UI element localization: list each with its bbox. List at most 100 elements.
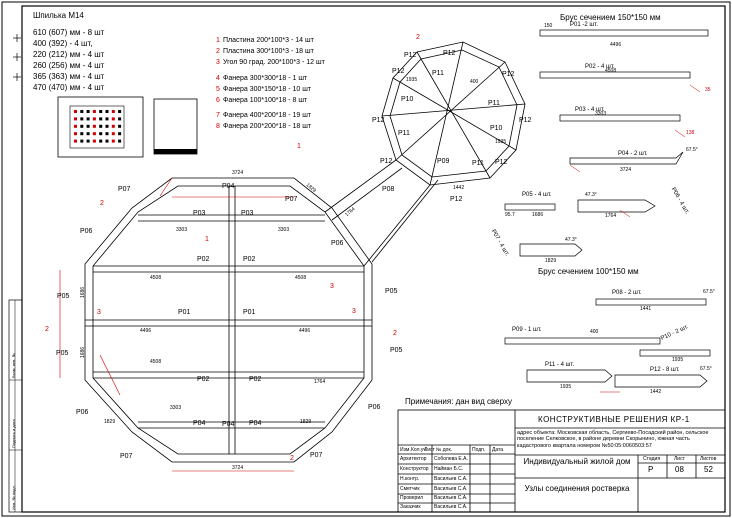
beam-label: Р03 - 4 шт.	[575, 107, 605, 113]
plan-dim: 4496	[140, 328, 152, 334]
plate-hole	[92, 110, 96, 113]
stamp-sheet: 08	[675, 465, 684, 474]
beam-dim: 1829	[545, 258, 557, 264]
plan-label: Р03	[193, 210, 206, 217]
part-text: Фанера 300*150*18 - 10 шт	[223, 86, 312, 93]
beam-dim: 3724	[620, 167, 632, 173]
stamp-stage: Р	[648, 465, 654, 474]
plan-label: Р04	[222, 183, 235, 190]
stamp-drawing-name: Узлы соединения ростверка	[524, 484, 630, 493]
plan-label: Р12	[450, 196, 463, 203]
plan-label: Р06	[80, 228, 93, 235]
beam-label: Р08 - 2 шт.	[612, 290, 642, 296]
inner-frame	[21, 5, 726, 513]
plan-dim: 1935	[495, 139, 507, 145]
stud-line: 400 (392) - 4 шт,	[33, 39, 93, 48]
plate-hole	[74, 124, 77, 128]
beam-detail-marks	[569, 84, 701, 393]
callout-number: 2	[393, 330, 397, 337]
plan-label: Р07	[118, 186, 131, 193]
plate-hole	[86, 110, 90, 113]
stamp-sheets-header: Листов	[700, 456, 717, 462]
beam-end: 138	[686, 130, 695, 136]
plan-dim: 4508	[150, 359, 162, 365]
plan-dim: 3303	[170, 405, 182, 411]
plan-label: Р12	[404, 52, 417, 59]
part-number: 3	[216, 59, 220, 66]
beam-label: Р04 - 2 шт.	[618, 151, 648, 157]
stamp-stage-header: Стадия	[643, 456, 661, 462]
part-text: Угол 90 град. 200*100*3 - 12 шт	[223, 59, 325, 66]
part-text: Пластина 200*100*3 - 14 шт	[223, 37, 314, 44]
part-number: 6	[216, 97, 220, 104]
plate-hole	[105, 124, 109, 128]
beam-label: Р01 -2 шт.	[570, 22, 598, 28]
plan-label: Р09	[437, 158, 450, 165]
plan-dim: 3724	[232, 170, 244, 176]
plate-hole	[118, 110, 122, 113]
plan-label: Р10	[490, 125, 503, 132]
stamp-header: Дата	[492, 447, 504, 453]
plan-label: Р12	[392, 68, 405, 75]
plan-label: Р02	[197, 256, 210, 263]
plate-hole	[118, 117, 122, 121]
plan-label: Р01	[243, 309, 256, 316]
plate-hole	[86, 117, 90, 121]
plan-label: Р06	[76, 409, 89, 416]
plate-hole	[74, 117, 77, 121]
plan-label: Р12	[519, 117, 532, 124]
beam-angle: 67.5°	[700, 366, 712, 372]
part-number: 4	[216, 75, 220, 82]
stud-title: Шпилька М14	[33, 11, 84, 20]
plan-label: Р04	[222, 421, 235, 428]
plate-hole	[92, 139, 96, 143]
foundation-plan	[84, 177, 373, 463]
stamp-header: Изм.	[400, 447, 411, 453]
stud-line: 470 (470) мм - 4 шт	[33, 83, 105, 92]
plate-hole	[80, 110, 84, 113]
stamp-name: Васильев С.А.	[434, 476, 468, 482]
part-text: Пластина 300*100*3 - 18 шт	[223, 48, 314, 55]
plan-label: Р04	[249, 420, 262, 427]
stamp-role: Сметчик	[400, 486, 420, 492]
plan-dim: 4508	[295, 275, 307, 281]
beam-end: 95.7	[505, 212, 515, 218]
stamp-sheet-header: Лист	[674, 456, 685, 462]
plan-dim: 1686	[80, 286, 87, 299]
plan-label: Р05	[390, 347, 403, 354]
plan-label: Р07	[120, 453, 133, 460]
plan-label: Р11	[472, 160, 484, 167]
callout-number: 1	[297, 143, 301, 150]
stamp-name: Найман Б.С.	[434, 466, 464, 472]
plate-hole	[99, 117, 103, 121]
part-text: Фанера 400*200*18 - 19 шт	[223, 112, 312, 119]
stamp-role: Проверил	[400, 495, 424, 501]
plan-label: Р11	[398, 130, 410, 137]
stamp-object: Индивидуальный жилой дом	[523, 457, 631, 466]
left-rail-box	[8, 299, 23, 513]
beam-dim: 4496	[610, 42, 622, 48]
plan-label: Р04	[193, 420, 206, 427]
beam-end: 150	[544, 23, 553, 29]
plan-dim: 1935	[406, 77, 418, 83]
beam-angle: 67.5°	[686, 147, 698, 153]
beam-dim: 400	[590, 329, 599, 335]
plan-label: Р05	[56, 350, 69, 357]
plate-hole	[118, 124, 122, 128]
plan-dim: 1829	[104, 419, 116, 425]
part-number: 8	[216, 123, 220, 130]
beam-label: Р05 - 4 шт.	[522, 192, 552, 198]
part-text: Фанера 200*200*18 - 18 шт	[223, 123, 312, 130]
plate-hole	[92, 124, 96, 128]
callout-number: 2	[290, 455, 294, 462]
plan-label: Р05	[385, 288, 398, 295]
plate-hole	[105, 110, 109, 113]
part-text: Фанера 100*100*18 - 8 шт	[223, 97, 308, 104]
plan-label: Р12	[380, 158, 393, 165]
callout-number: 2	[100, 200, 104, 207]
beam-label: Р12 - 8 шт.	[650, 367, 680, 373]
stamp-name: Соболева Е.А.	[434, 456, 468, 462]
plate-hole	[111, 124, 115, 128]
plan-label: Р06	[331, 240, 344, 247]
